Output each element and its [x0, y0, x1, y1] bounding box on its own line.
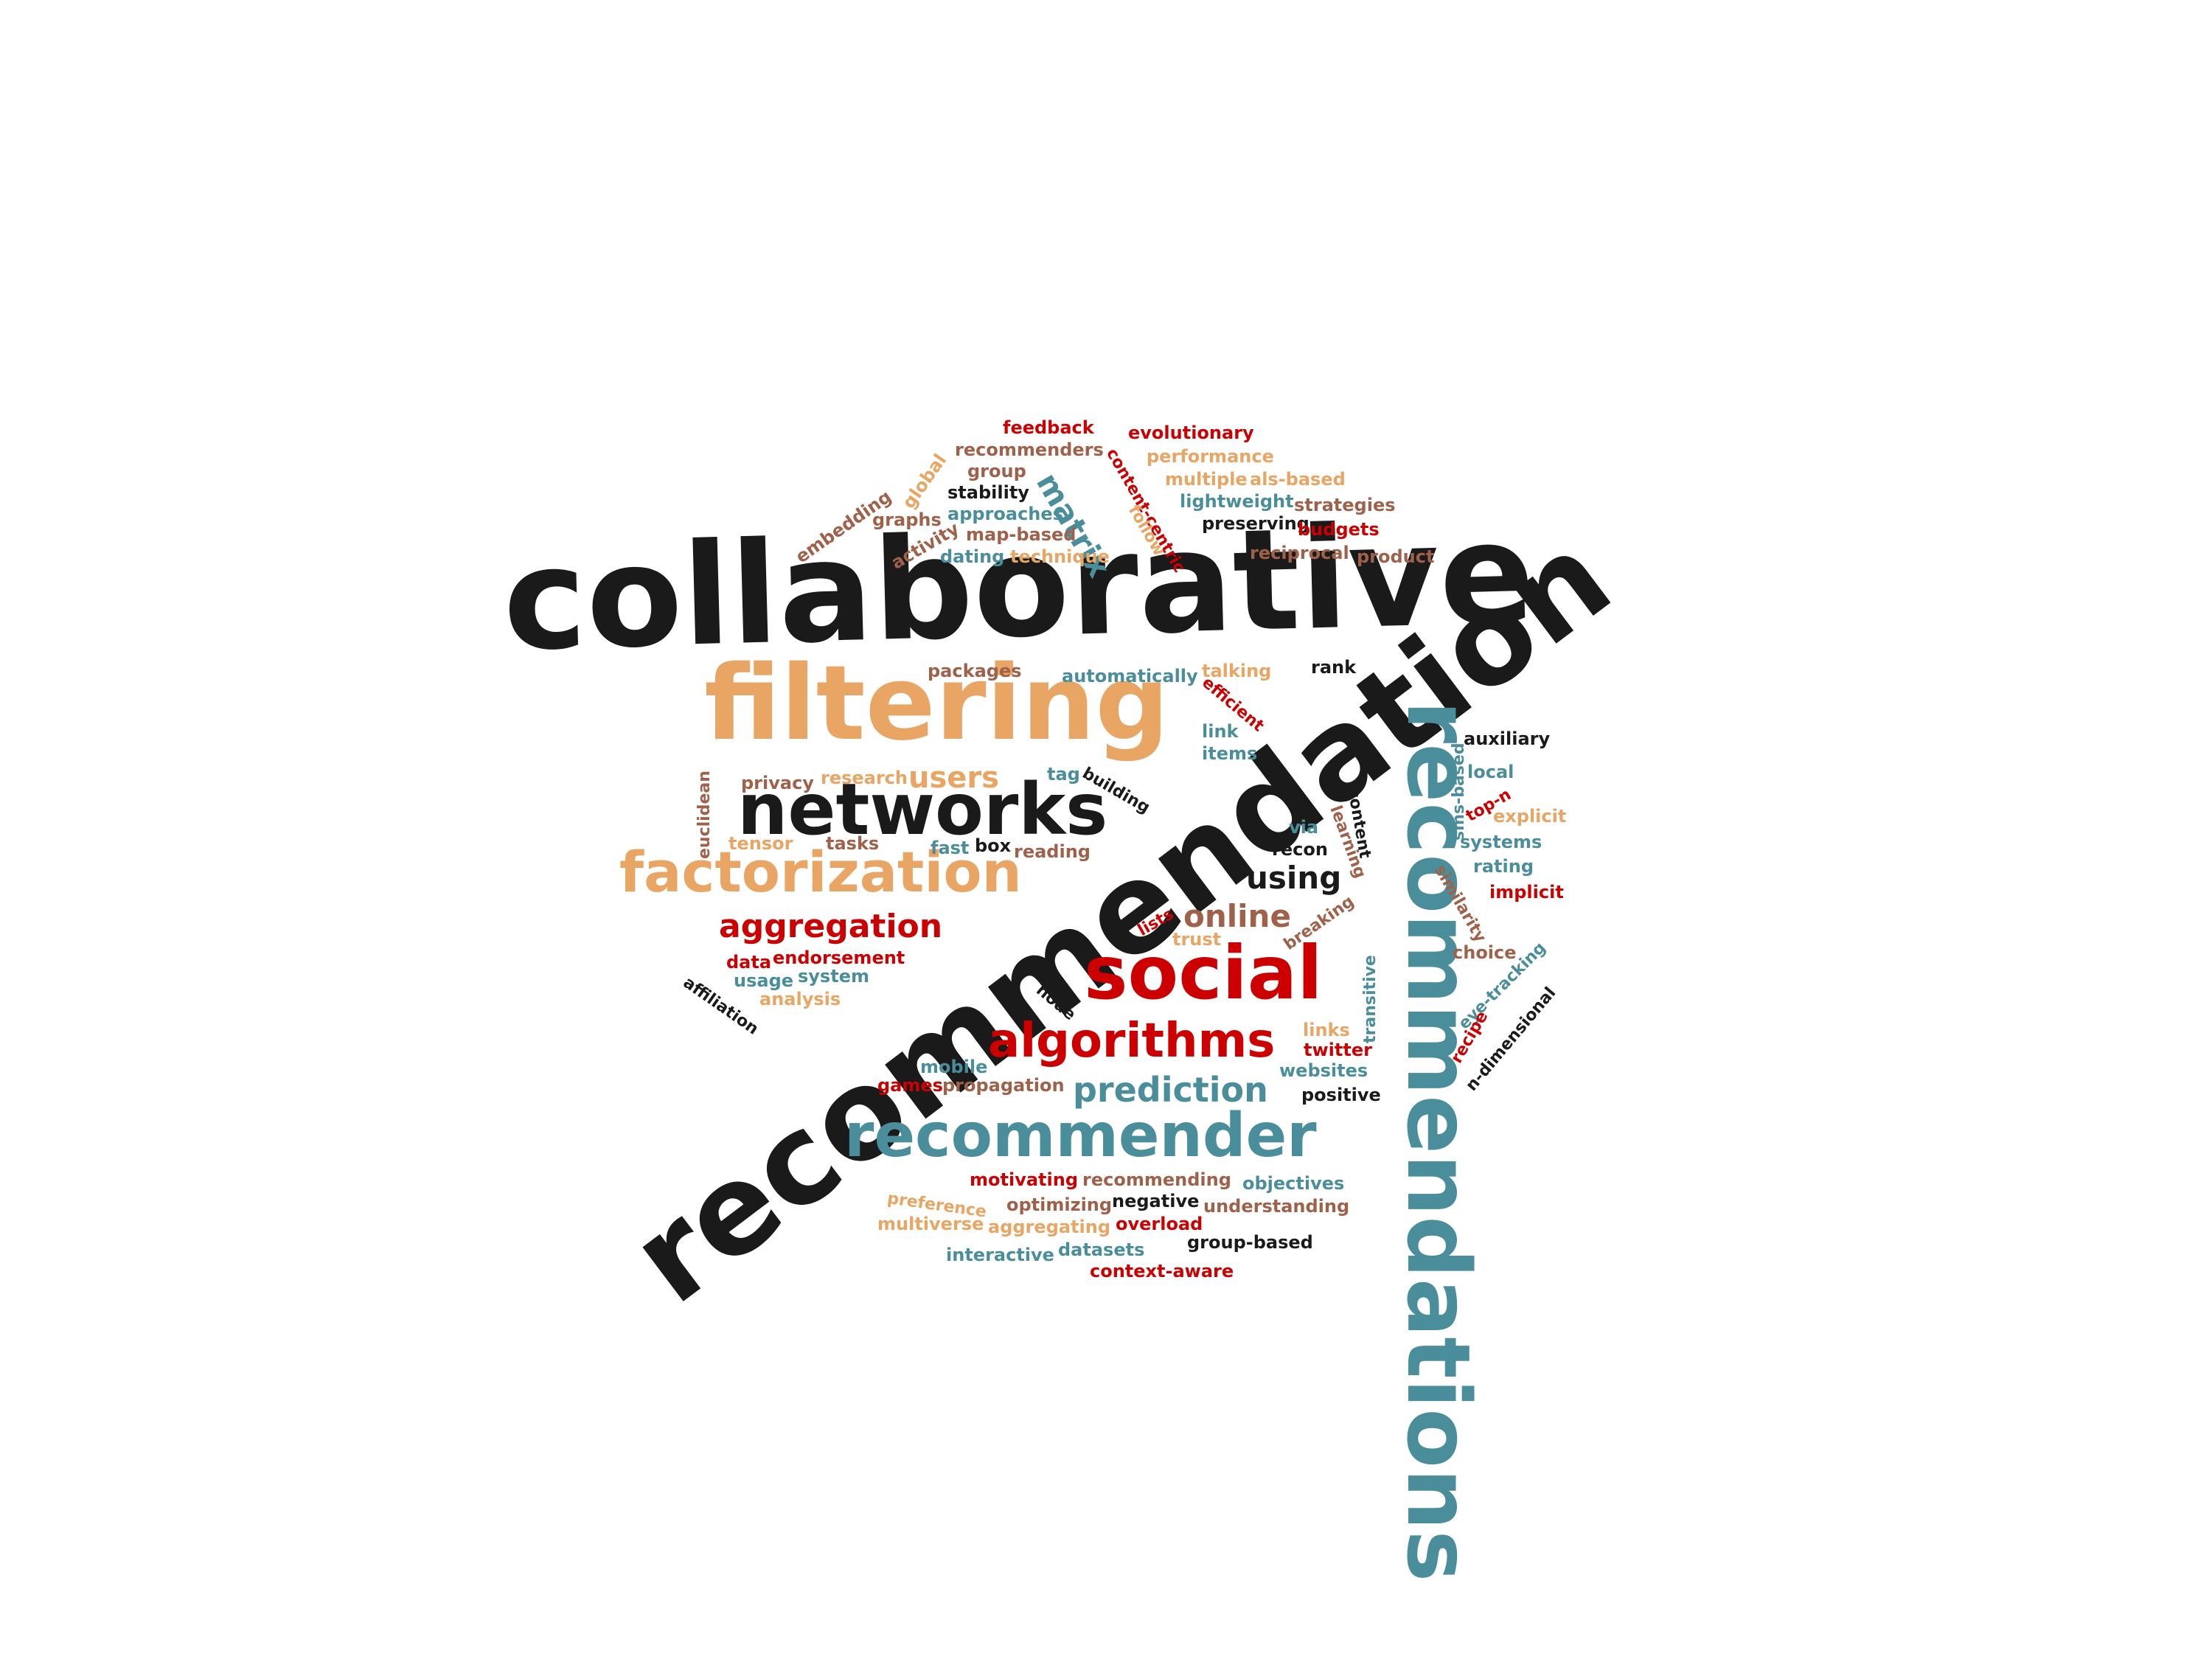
- word-feedback: feedback: [1003, 417, 1094, 438]
- word-networks: networks: [737, 768, 1108, 851]
- word-packages: packages: [928, 661, 1022, 681]
- word-overload: overload: [1116, 1214, 1203, 1234]
- word-talking: talking: [1202, 661, 1272, 681]
- word-endorsement: endorsement: [773, 947, 905, 968]
- word-online: online: [1183, 898, 1291, 934]
- word-als-based: als-based: [1250, 469, 1346, 490]
- word-rating: rating: [1473, 856, 1534, 877]
- word-factorization: factorization: [619, 839, 1022, 905]
- word-algorithms: algorithms: [988, 1014, 1276, 1068]
- word-multiple: multiple: [1165, 469, 1248, 490]
- word-performance: performance: [1147, 446, 1274, 467]
- word-recommenders: recommenders: [955, 439, 1104, 460]
- word-mobile: mobile: [920, 1057, 988, 1077]
- word-twitter: twitter: [1304, 1040, 1372, 1060]
- word-lightweight: lightweight: [1180, 491, 1294, 512]
- word-usage: usage: [734, 970, 794, 991]
- word-implicit: implicit: [1489, 882, 1564, 902]
- word-negative: negative: [1112, 1191, 1200, 1211]
- word-data: data: [726, 952, 772, 973]
- word-context-aware: context-aware: [1090, 1261, 1234, 1281]
- word-map-based: map-based: [966, 524, 1077, 545]
- word-budgets: budgets: [1298, 519, 1380, 540]
- word-sms-based: sms-based: [1450, 742, 1468, 841]
- word-fast: fast: [931, 838, 970, 858]
- word-datasets: datasets: [1058, 1239, 1145, 1260]
- word-aggregating: aggregating: [988, 1217, 1111, 1237]
- word-box: box: [975, 835, 1012, 856]
- word-via: via: [1289, 817, 1319, 838]
- word-aggregation: aggregation: [719, 908, 943, 945]
- word-recommender: recommender: [844, 1101, 1317, 1171]
- word-using: using: [1246, 860, 1342, 896]
- word-local: local: [1467, 762, 1514, 782]
- word-system: system: [798, 966, 869, 987]
- word-propagation: propagation: [942, 1075, 1065, 1096]
- word-evolutionary: evolutionary: [1128, 422, 1254, 443]
- word-links: links: [1303, 1020, 1350, 1040]
- word-approaches: approaches: [947, 504, 1063, 524]
- word-stability: stability: [947, 482, 1029, 503]
- word-filtering: filtering: [704, 644, 1169, 764]
- word-rank: rank: [1311, 657, 1357, 678]
- word-choice: choice: [1453, 942, 1517, 963]
- word-recon: recon: [1272, 839, 1328, 860]
- word-tasks: tasks: [826, 833, 880, 854]
- word-auxiliary: auxiliary: [1464, 728, 1551, 749]
- word-motivating: motivating: [970, 1169, 1078, 1190]
- word-interactive: interactive: [946, 1245, 1054, 1265]
- word-automatically: automatically: [1062, 666, 1198, 686]
- word-optimizing: optimizing: [1006, 1194, 1113, 1215]
- word-dating: dating: [940, 546, 1005, 567]
- word-technique: technique: [1010, 546, 1110, 567]
- word-trust: trust: [1172, 929, 1222, 950]
- word-transitive: transitive: [1361, 955, 1380, 1043]
- word-users: users: [908, 761, 999, 795]
- word-global: global: [898, 450, 951, 512]
- word-items: items: [1202, 743, 1258, 764]
- word-games: games: [877, 1075, 943, 1096]
- word-strategies: strategies: [1294, 495, 1396, 515]
- word-group-based: group-based: [1187, 1232, 1313, 1253]
- word-tensor: tensor: [728, 833, 793, 854]
- word-analysis: analysis: [759, 989, 841, 1009]
- word-systems: systems: [1460, 832, 1543, 852]
- word-euclidean: euclidean: [695, 771, 714, 859]
- word-privacy: privacy: [741, 773, 814, 793]
- word-research: research: [821, 768, 908, 788]
- word-preserving: preserving: [1202, 513, 1310, 534]
- word-understanding: understanding: [1203, 1196, 1350, 1217]
- word-positive: positive: [1301, 1085, 1381, 1105]
- word-reciprocal: reciprocal: [1250, 543, 1349, 563]
- word-link: link: [1202, 721, 1239, 742]
- word-social: social: [1084, 930, 1323, 1016]
- word-multiverse: multiverse: [877, 1214, 984, 1234]
- word-prediction: prediction: [1073, 1070, 1268, 1110]
- word-graphs: graphs: [872, 509, 942, 530]
- word-tag: tag: [1047, 764, 1080, 785]
- word-group: group: [967, 461, 1026, 481]
- word-reading: reading: [1014, 841, 1091, 862]
- word-objectives: objectives: [1242, 1173, 1345, 1194]
- word-recommending: recommending: [1082, 1169, 1231, 1190]
- word-websites: websites: [1279, 1060, 1368, 1081]
- word-product: product: [1357, 546, 1435, 567]
- word-explicit: explicit: [1493, 806, 1567, 827]
